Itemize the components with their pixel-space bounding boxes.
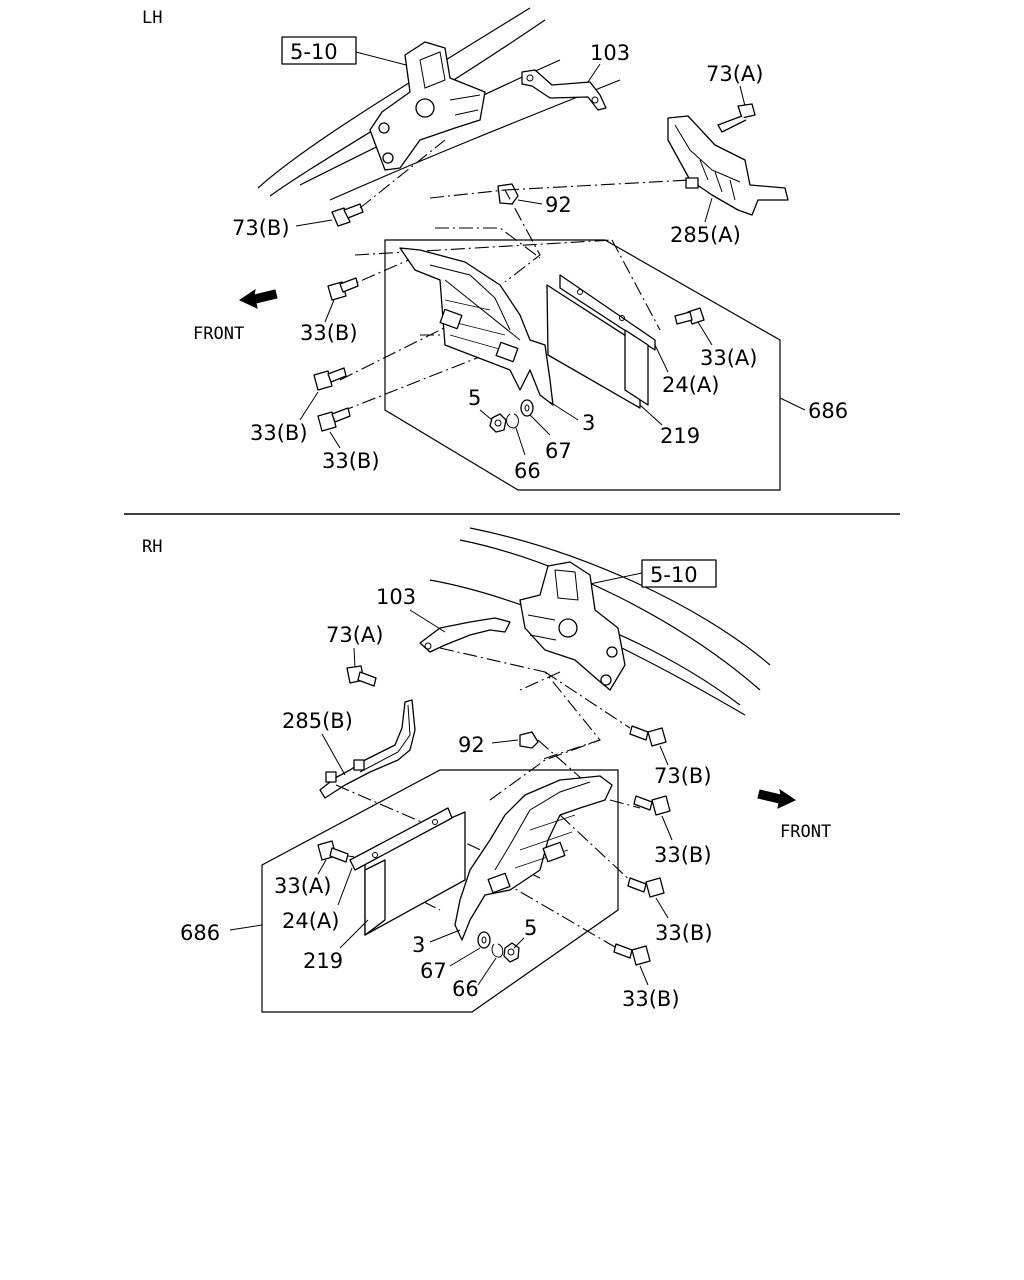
rh-section-title: RH — [142, 537, 162, 557]
lh-label-66: 66 — [514, 459, 541, 483]
lh-label-686: 686 — [808, 399, 848, 423]
lh-ref-box — [281, 36, 357, 65]
rh-lockwasher-66 — [491, 943, 504, 958]
lh-bolt-73a — [717, 103, 756, 133]
rh-flap-bracket-3 — [454, 775, 613, 941]
lh-washer-67 — [520, 399, 534, 417]
rh-label-92: 92 — [458, 733, 485, 757]
rh-label-73a: 73(A) — [326, 623, 383, 647]
rh-bolt-33b-3 — [613, 943, 651, 966]
rh-washer-67 — [477, 931, 491, 949]
rh-bolt-73b — [629, 725, 667, 747]
lh-ref-label: 5-10 — [290, 40, 338, 64]
lh-label-5: 5 — [468, 386, 481, 410]
rh-bolt-33a — [317, 840, 349, 863]
rh-nut-5 — [503, 942, 520, 963]
rh-label-33b-2: 33(B) — [655, 921, 713, 945]
lh-label-33a: 33(A) — [700, 346, 757, 370]
lh-bracket-285a — [667, 115, 789, 216]
rh-label-24a: 24(A) — [282, 909, 339, 933]
lh-nut-5 — [489, 413, 507, 433]
rh-front-label: FRONT — [780, 822, 831, 842]
lh-bracket-103 — [521, 69, 607, 111]
rh-label-33b-3: 33(B) — [622, 987, 680, 1011]
rh-label-3: 3 — [412, 933, 425, 957]
rh-section: RH 5-10 103 73(A) — [142, 527, 831, 1013]
rh-label-285b: 285(B) — [282, 709, 353, 733]
lh-label-33b-1: 33(B) — [300, 321, 358, 345]
lh-flap-bracket-3 — [399, 247, 554, 406]
lh-bolt-33b-2 — [313, 367, 347, 391]
rh-label-73b: 73(B) — [654, 764, 712, 788]
lh-bolt-33b-1 — [327, 277, 359, 301]
lh-engine-mount-bracket — [369, 41, 486, 171]
lh-bolt-33b-3 — [317, 407, 351, 432]
rh-label-33a: 33(A) — [274, 874, 331, 898]
rh-label-103: 103 — [376, 585, 416, 609]
lh-bolt-33a — [674, 307, 705, 325]
lh-mud-flap-219 — [546, 274, 656, 409]
lh-front-label: FRONT — [193, 324, 244, 344]
rh-label-686: 686 — [180, 921, 220, 945]
rh-front-arrow — [757, 788, 797, 809]
lh-label-92: 92 — [545, 193, 572, 217]
rh-clip-92 — [519, 731, 539, 749]
lh-label-73b: 73(B) — [232, 216, 290, 240]
lh-label-67: 67 — [545, 439, 572, 463]
lh-label-285a: 285(A) — [670, 223, 741, 247]
lh-clip-92 — [497, 183, 519, 205]
lh-label-33b-3: 33(B) — [322, 449, 380, 473]
lh-label-24a: 24(A) — [662, 373, 719, 397]
rh-label-219: 219 — [303, 949, 343, 973]
rh-label-5: 5 — [524, 916, 537, 940]
lh-section: LH 5-10 103 73(A) — [142, 7, 848, 491]
rh-assembly-686-outline — [261, 769, 619, 1013]
lh-lockwasher-66 — [506, 413, 519, 429]
lh-assembly-686-outline — [384, 239, 781, 491]
rh-label-67: 67 — [420, 959, 447, 983]
rh-ref-label: 5-10 — [650, 563, 698, 587]
rh-bolt-33b-1 — [633, 795, 671, 816]
rh-ref-box — [641, 559, 717, 588]
rh-label-66: 66 — [452, 977, 479, 1001]
lh-bolt-73b — [331, 203, 364, 227]
rh-mud-flap-219 — [349, 807, 466, 936]
lh-label-103: 103 — [590, 41, 630, 65]
rh-bolt-33b-2 — [627, 877, 665, 898]
lh-label-219: 219 — [660, 424, 700, 448]
lh-label-73a: 73(A) — [706, 62, 763, 86]
rh-engine-mount-bracket — [519, 561, 626, 691]
lh-label-33b-2: 33(B) — [250, 421, 308, 445]
lh-front-arrow — [238, 288, 278, 309]
lh-label-3: 3 — [582, 411, 595, 435]
rh-label-33b-1: 33(B) — [654, 843, 712, 867]
rh-bracket-103 — [419, 617, 511, 653]
lh-section-title: LH — [142, 8, 162, 28]
rh-bolt-73a — [346, 665, 377, 687]
